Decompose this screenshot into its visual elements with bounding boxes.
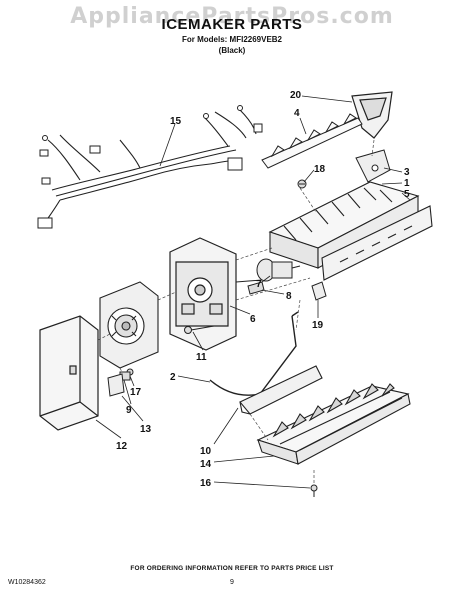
mold-heater-panel xyxy=(321,205,433,281)
page-title: ICEMAKER PARTS xyxy=(161,16,303,33)
callout-12: 12 xyxy=(116,441,128,452)
callout-3: 3 xyxy=(404,167,410,178)
watermark: AppliancePartsPros.com xyxy=(70,4,394,29)
fill-cup xyxy=(351,91,393,139)
assembly-guide-lines xyxy=(97,139,375,484)
callout-4: 4 xyxy=(294,108,300,119)
callout-19: 19 xyxy=(312,320,324,331)
color-line: (Black) xyxy=(218,46,246,55)
callout-15: 15 xyxy=(170,116,182,127)
callout-10: 10 xyxy=(200,446,212,457)
callout-9: 9 xyxy=(126,405,132,416)
callout-13: 13 xyxy=(140,424,152,435)
ordering-note: FOR ORDERING INFORMATION REFER TO PARTS … xyxy=(130,565,334,572)
shield-13 xyxy=(107,373,125,397)
callout-8: 8 xyxy=(286,291,292,302)
ejector-blade xyxy=(261,113,363,169)
wire-harness xyxy=(43,109,257,225)
ice-stripper xyxy=(239,365,323,415)
page-number: 9 xyxy=(230,579,234,586)
callout-7: 7 xyxy=(256,279,262,290)
callout-17: 17 xyxy=(130,387,142,398)
ice-bucket-assembly xyxy=(256,383,411,465)
callout-labels: 20 4 15 18 3 1 5 7 8 6 19 11 2 17 9 13 1… xyxy=(116,90,410,489)
harness-connectors xyxy=(37,105,263,229)
callout-20: 20 xyxy=(290,90,302,101)
front-cover xyxy=(39,315,99,431)
screw-16 xyxy=(310,484,318,497)
bracket-19 xyxy=(311,281,327,301)
callout-6: 6 xyxy=(250,314,256,325)
control-housing xyxy=(169,237,237,351)
callout-11: 11 xyxy=(196,352,207,363)
callout-leaders xyxy=(95,95,411,489)
mounting-bracket xyxy=(355,149,391,183)
screw-11 xyxy=(184,325,215,334)
models-line: For Models: MFI2269VEB2 xyxy=(181,35,283,44)
callout-14: 14 xyxy=(200,459,212,470)
callout-18: 18 xyxy=(314,164,326,175)
document-number: W10284362 xyxy=(8,579,46,586)
callout-16: 16 xyxy=(200,478,212,489)
motor-gear-assembly xyxy=(99,281,159,369)
callout-1: 1 xyxy=(404,178,410,189)
thermostat xyxy=(235,258,301,283)
callout-2: 2 xyxy=(170,372,176,383)
callout-5: 5 xyxy=(404,189,410,200)
